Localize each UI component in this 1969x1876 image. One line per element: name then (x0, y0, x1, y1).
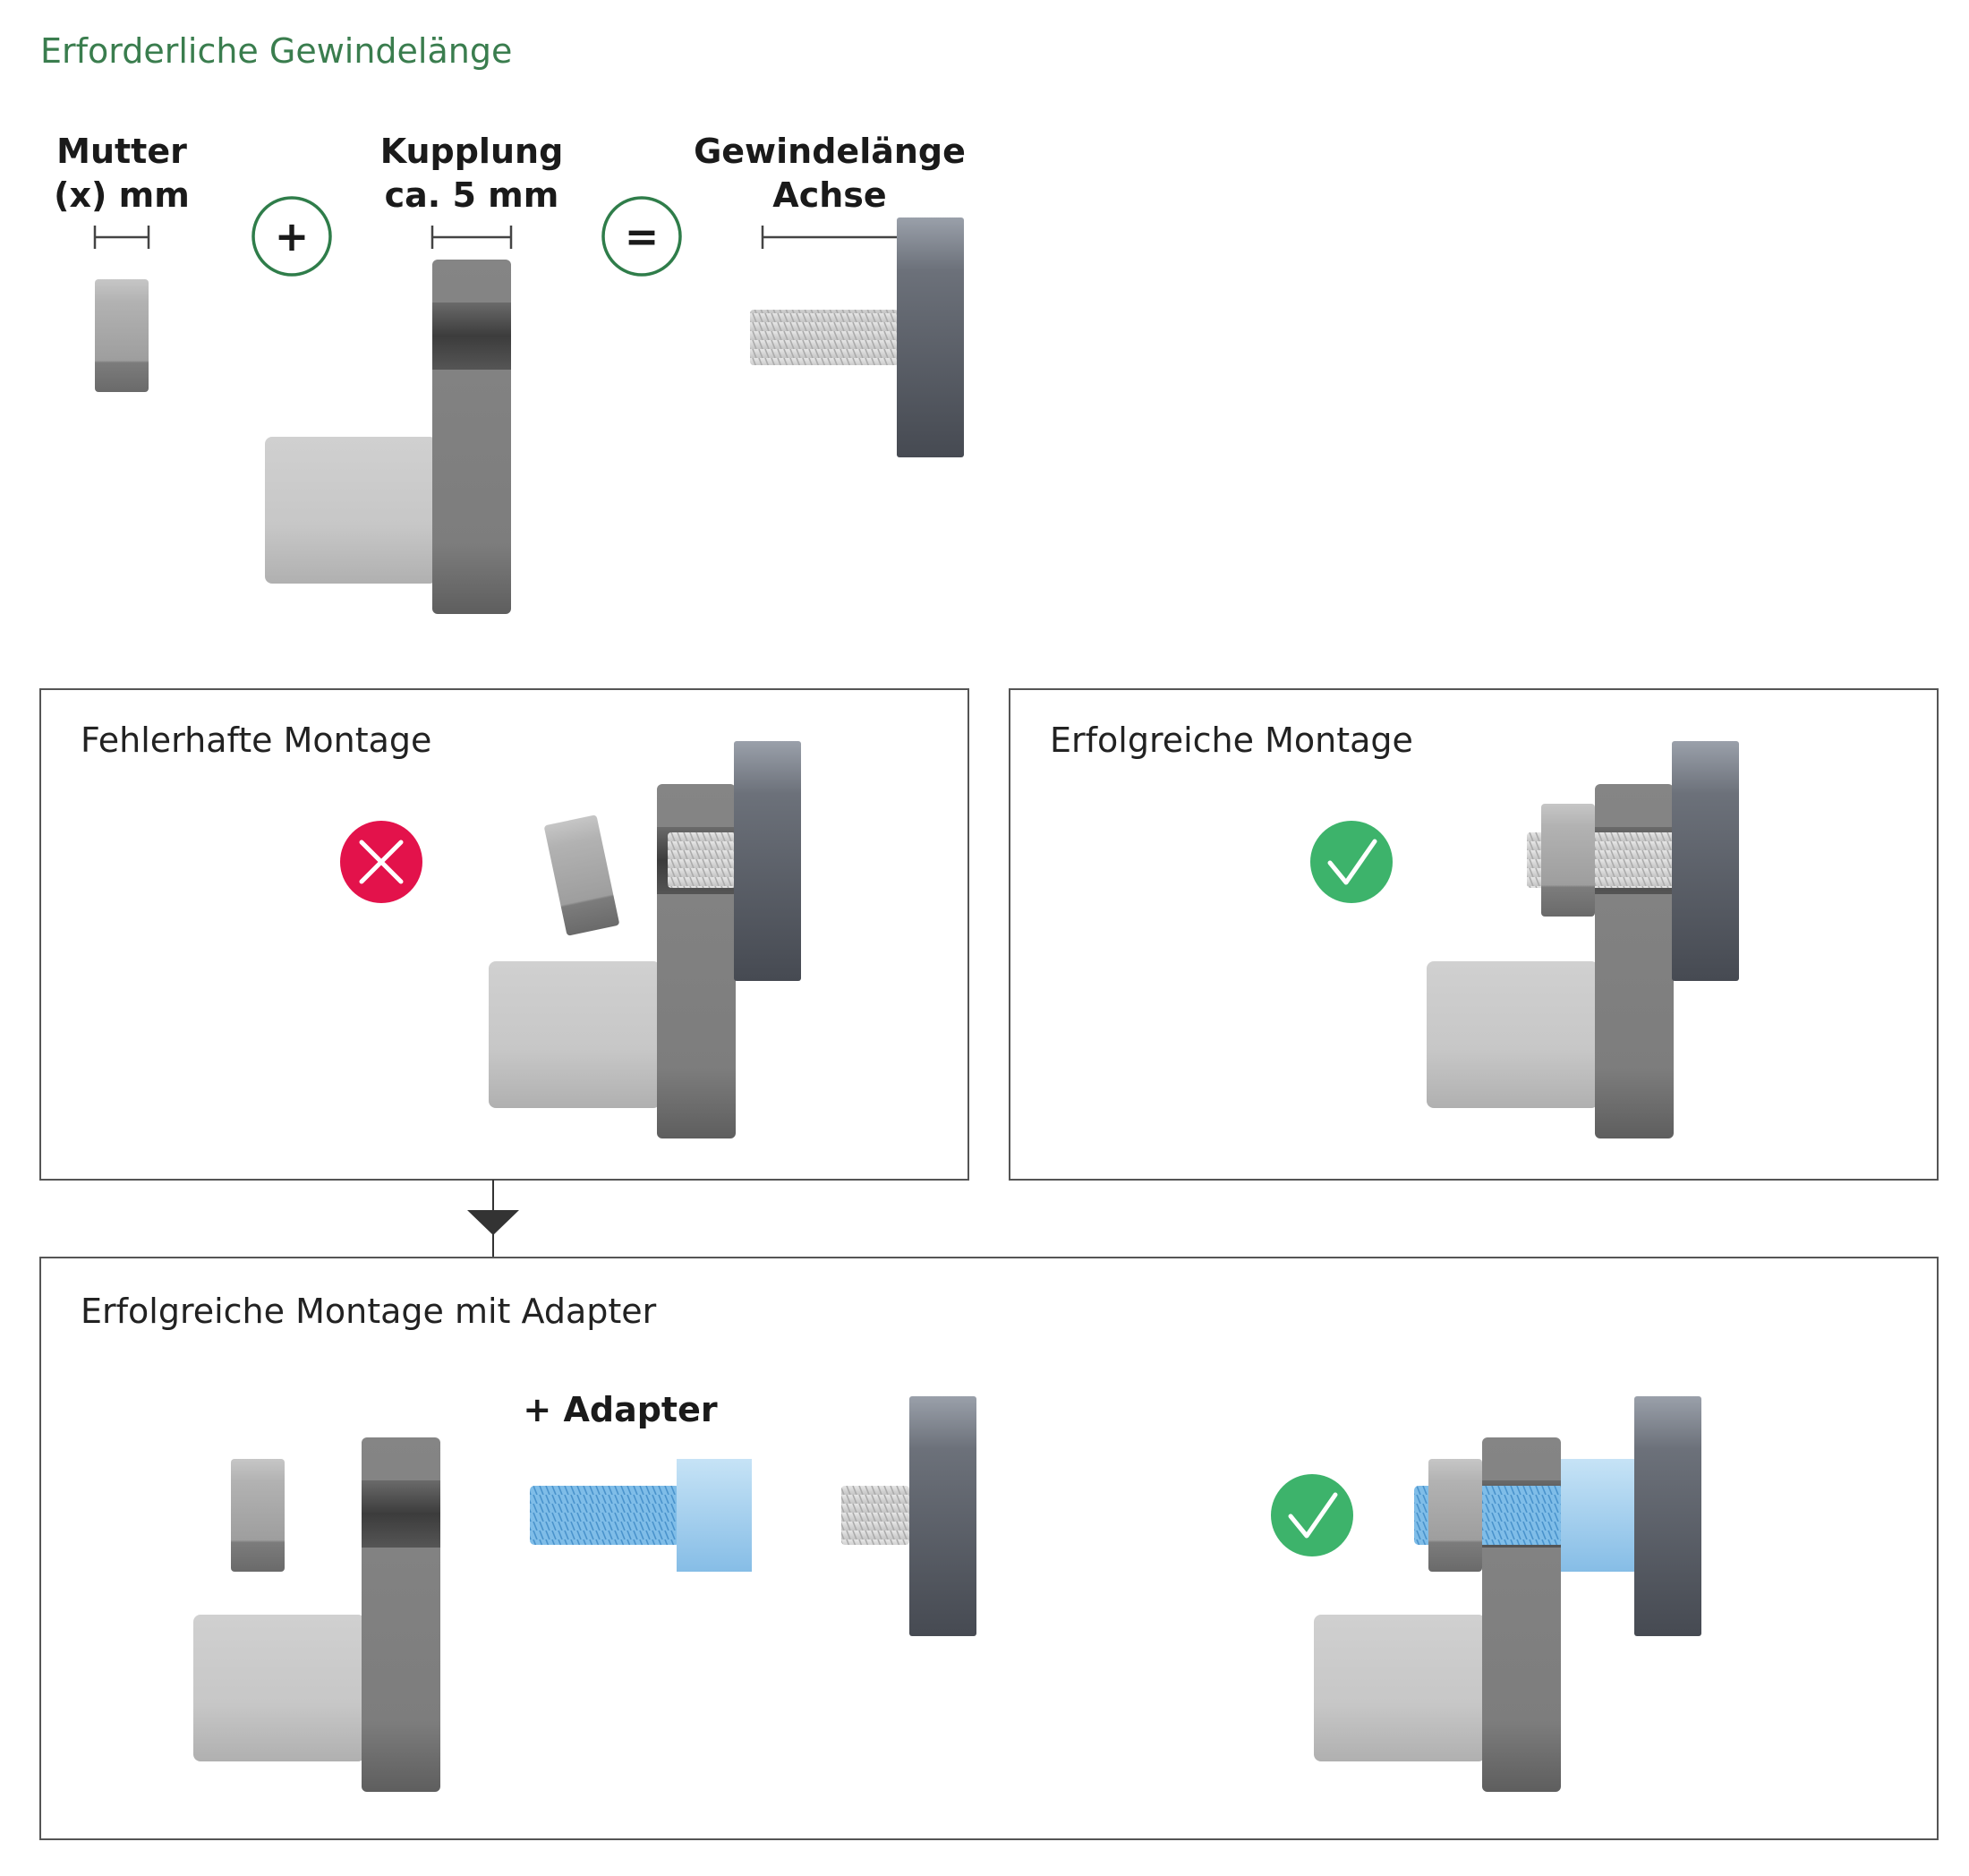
page-title: Erforderliche Gewindelänge (40, 31, 512, 71)
nut-label-line2: (x) mm (54, 175, 190, 215)
equals-circle-icon: = (601, 196, 682, 277)
coupling-dimension-marker (430, 226, 513, 249)
thread-label-line1: Gewindelänge (694, 132, 966, 171)
nut-label-line1: Mutter (56, 132, 187, 171)
panel-successful-title: Erfolgreiche Montage (1050, 721, 1413, 760)
success-axle-plate (1672, 741, 1739, 981)
adapter-check-circle-icon (1271, 1474, 1353, 1556)
panel-adapter-assembly: Erfolgreiche Montage mit Adapter + Adapt… (39, 1257, 1939, 1840)
adapter-part (530, 1459, 752, 1572)
coupling-part (265, 260, 511, 614)
axle-plate (750, 217, 964, 457)
adapter-coupling (193, 1437, 440, 1792)
panel-adapter-title: Erfolgreiche Montage mit Adapter (81, 1292, 657, 1331)
plus-symbol: + (275, 212, 310, 260)
faulty-axle-plate (734, 741, 801, 981)
success-nut (1541, 804, 1595, 917)
cross-circle-icon (340, 821, 422, 903)
adapter-label: + Adapter (523, 1390, 717, 1429)
equals-symbol: = (625, 212, 660, 260)
check-circle-icon (1310, 821, 1393, 903)
plus-circle-icon: + (251, 196, 332, 277)
tilted-nut (544, 814, 619, 936)
final-nut (1428, 1459, 1482, 1572)
arrow-down-icon (467, 1180, 519, 1258)
thread-dimension-marker (761, 226, 897, 249)
panel-successful-assembly: Erfolgreiche Montage (1009, 688, 1939, 1181)
panel-faulty-assembly: Fehlerhafte Montage (39, 688, 969, 1181)
thread-label-line2: Achse (772, 175, 886, 215)
coupling-label-line1: Kupplung (380, 132, 564, 171)
short-axle-plate (841, 1396, 976, 1636)
hex-nut (95, 279, 149, 392)
final-axle-plate (1634, 1396, 1701, 1636)
faulty-coupling (489, 784, 736, 1138)
adapter-nut (231, 1459, 285, 1572)
panel-faulty-title: Fehlerhafte Montage (81, 721, 431, 760)
nut-dimension-marker (93, 226, 150, 249)
coupling-label-line2: ca. 5 mm (385, 175, 559, 215)
equation-row: Mutter (x) mm + Kupplung ca. 5 mm = (54, 132, 966, 614)
